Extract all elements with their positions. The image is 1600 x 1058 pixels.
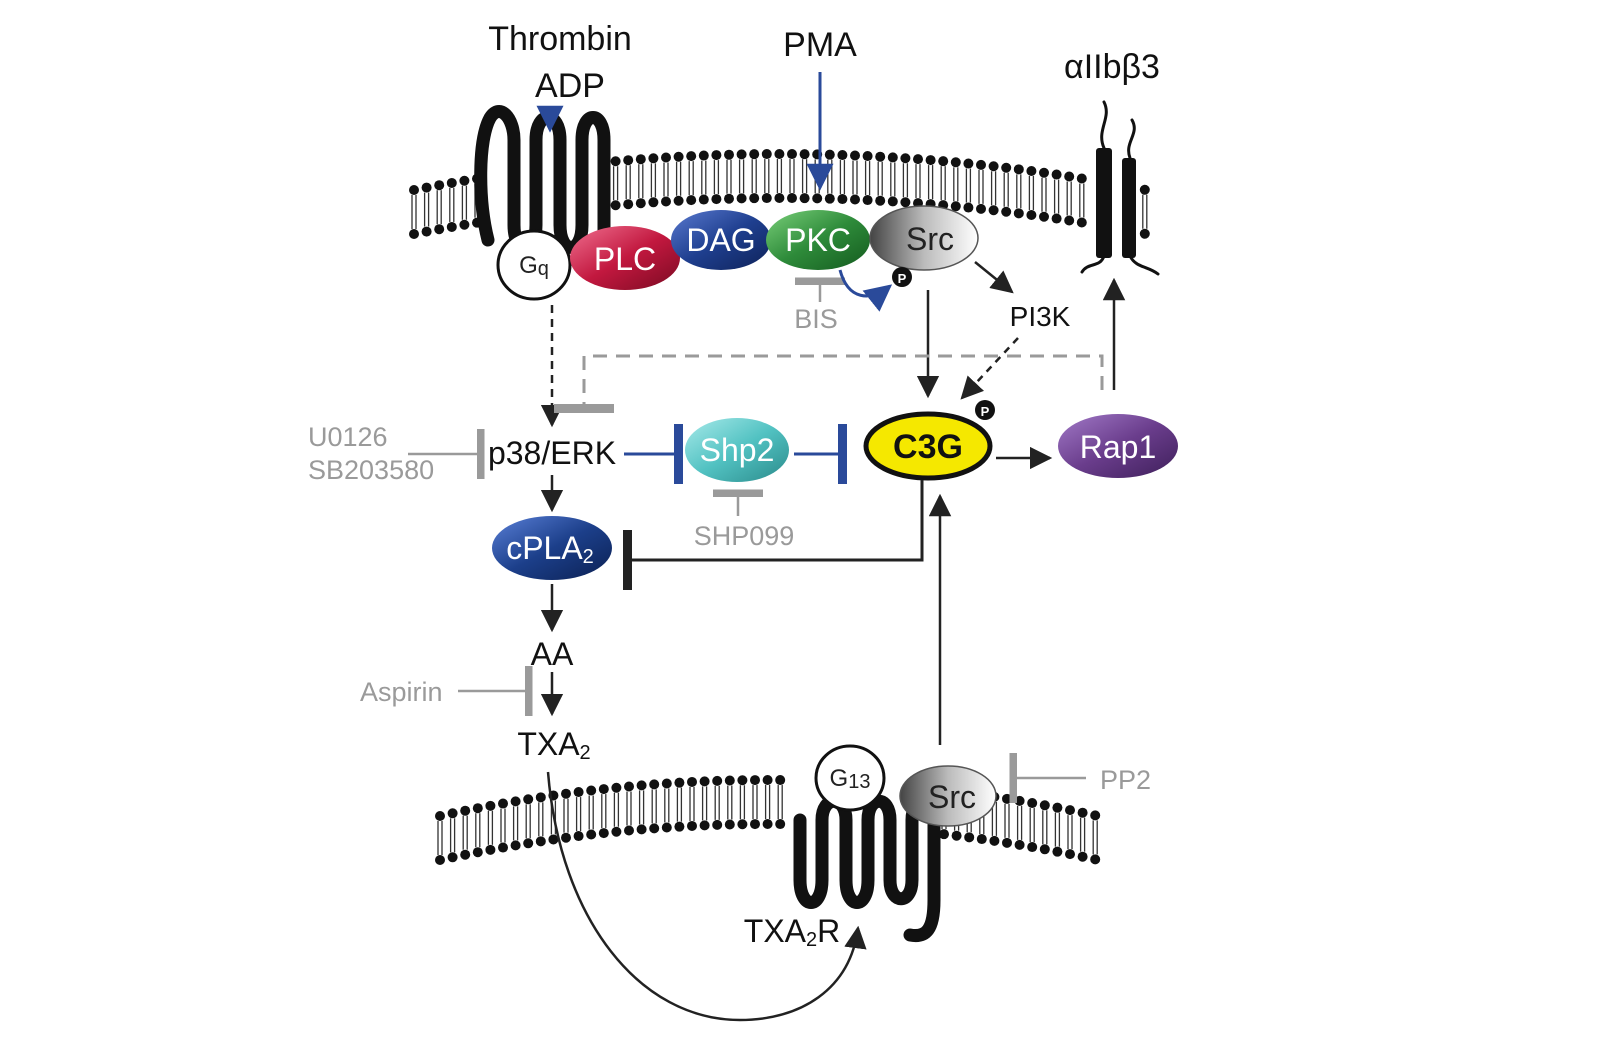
pkc-label: PKC [785, 222, 851, 258]
arrow-txa2-to-txa2r [546, 771, 867, 1022]
integrin-receptor [1080, 100, 1160, 276]
cpla2-label: cPLA2 [506, 530, 594, 568]
feedback-rap1-inhibits-p38erk [554, 354, 1104, 413]
stimulus-adp: ADP [535, 67, 605, 105]
integrin-label: αIIbβ3 [1064, 48, 1160, 86]
phospho-badge-src [892, 267, 912, 287]
node-shp2 [685, 418, 789, 482]
src-top-label: Src [906, 221, 954, 257]
phospho-src-label: P [898, 271, 907, 286]
stimulus-pma: PMA [783, 26, 857, 64]
inhibitor-aspirin: Aspirin [360, 677, 443, 707]
node-txa2r: TXA2R [744, 913, 840, 951]
node-dag [671, 210, 771, 270]
plc-label: PLC [594, 241, 656, 277]
inhibit-c3g-to-cpla2 [623, 480, 924, 590]
node-plc [570, 226, 680, 290]
arrow-src-to-pi3k [974, 261, 1014, 294]
inhibitor-u0126: U0126 [308, 422, 388, 452]
phospho-c3g-label: P [981, 404, 990, 419]
inhibitor-sb203580: SB203580 [308, 455, 434, 485]
stimulus-thrombin: Thrombin [488, 20, 632, 58]
g13-label: G13 [830, 765, 871, 793]
node-rap1 [1058, 414, 1178, 478]
arrow-pi3k-to-c3g [960, 337, 1019, 400]
dag-label: DAG [686, 222, 755, 258]
c3g-label: C3G [893, 428, 963, 466]
node-cpla2 [492, 516, 612, 580]
gpcr-receptor-top [474, 105, 611, 254]
inhibitor-shp099: SHP099 [694, 521, 795, 551]
inhibitor-bis: BIS [794, 304, 838, 334]
node-aa: AA [531, 636, 574, 672]
node-txa2: TXA2 [517, 726, 590, 764]
gq-label: Gq [519, 252, 549, 280]
node-g13 [814, 744, 886, 812]
node-c3g [863, 411, 993, 481]
rap1-label: Rap1 [1080, 429, 1157, 465]
node-src-bottom [899, 765, 997, 827]
shp2-label: Shp2 [700, 432, 775, 468]
phospho-badge-c3g [975, 400, 995, 420]
src-bottom-label: Src [928, 779, 976, 815]
node-src-top [869, 205, 979, 271]
arrow-pkc-phosphorylates-src [838, 269, 893, 312]
node-gq [496, 229, 572, 301]
node-p38erk: p38/ERK [488, 435, 616, 471]
inhibitor-pp2: PP2 [1100, 765, 1151, 795]
node-pkc [766, 210, 870, 270]
plasma-membrane-bottom [435, 775, 1101, 865]
node-pi3k: PI3K [1010, 301, 1071, 332]
